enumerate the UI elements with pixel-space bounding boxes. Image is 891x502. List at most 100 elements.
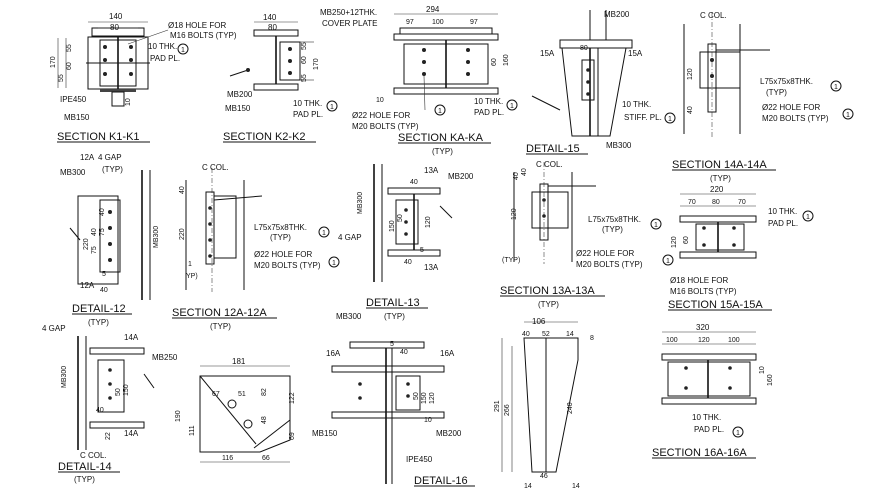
d13-angle [395,199,419,245]
svg-text:40: 40 [521,168,528,176]
svg-text:10: 10 [125,98,132,106]
svg-text:16A: 16A [440,349,455,358]
svg-text:16A: 16A [326,349,341,358]
svg-text:PAD PL.: PAD PL. [474,108,504,117]
svg-text:5: 5 [102,271,106,278]
svg-text:150: 150 [123,384,130,396]
svg-text:(TYP): (TYP) [602,225,623,234]
svg-text:22: 22 [105,432,112,440]
ka-cover-note-2: COVER PLATE [322,19,377,28]
svg-text:122: 122 [289,392,296,404]
svg-text:120: 120 [429,392,436,404]
k1-title: SECTION K1-K1 [57,131,140,143]
svg-text:60: 60 [491,58,498,66]
svg-text:40: 40 [400,349,408,356]
s16a-title: SECTION 16A-16A [652,447,747,459]
svg-text:1: 1 [806,214,810,221]
k2-title: SECTION K2-K2 [223,131,306,143]
section-k2-k2: 140 80 MB200 MB150 55 60 55 170 10 THK. … [223,13,338,143]
detail-14: 4 GAP 14A MB250 MB300 50 150 40 22 14A C… [42,324,178,484]
svg-text:55: 55 [301,74,308,82]
svg-text:240: 240 [567,402,574,414]
section-k1-k1: 140 80 Ø18 HOLE FOR M16 BOLTS (TYP) 10 T… [50,12,237,143]
svg-text:13A: 13A [424,263,439,272]
section-ka-ka: MB250+12THK. COVER PLATE 294 97 100 97 6… [320,5,518,156]
d15-tapered-web [561,47,627,137]
detail-16: MB300 16A 16A 5 40 50 150 120 10 MB150 M… [312,312,475,487]
s16a-pad-plate [667,361,751,397]
svg-text:120: 120 [687,68,694,80]
k2-mb150-label: MB150 [225,104,251,113]
s13a-angle [531,191,569,229]
svg-text:1: 1 [188,261,192,268]
section-16a-16a: 320 100 120 100 10 160 10 THK. PAD PL. 1… [652,323,774,459]
svg-text:50: 50 [413,392,420,400]
svg-text:4 GAP: 4 GAP [98,153,122,162]
detail-13: 13A MB200 MB300 40 150 50 120 4 GAP 5 40… [338,164,474,321]
svg-text:46: 46 [540,473,548,480]
svg-text:10: 10 [376,97,384,104]
svg-text:116: 116 [222,455,233,462]
d14-angle [97,359,125,413]
svg-text:(TYP): (TYP) [384,312,405,321]
gp-hole [243,419,253,429]
svg-text:120: 120 [511,208,518,220]
svg-text:MB300: MB300 [336,312,362,321]
svg-text:120: 120 [698,337,710,344]
svg-text:PAD PL.: PAD PL. [694,425,724,434]
svg-text:(TYP): (TYP) [710,174,731,183]
svg-text:160: 160 [767,374,774,386]
svg-text:97: 97 [406,19,414,26]
svg-text:L75x75x8THK.: L75x75x8THK. [254,223,307,232]
svg-text:52: 52 [542,331,550,338]
svg-text:111: 111 [189,425,196,436]
svg-text:10: 10 [424,417,432,424]
svg-text:40: 40 [179,186,186,194]
svg-text:1: 1 [666,258,670,265]
svg-text:14A: 14A [124,429,139,438]
svg-text:Ø22 HOLE FOR: Ø22 HOLE FOR [576,249,634,258]
svg-text:MB300: MB300 [153,226,160,248]
d16-angle [395,375,421,411]
svg-text:M16 BOLTS (TYP): M16 BOLTS (TYP) [670,287,737,296]
svg-text:150: 150 [421,392,428,404]
svg-text:40: 40 [99,208,106,216]
svg-text:C COL.: C COL. [536,160,563,169]
k1-dim-55b: 55 [66,44,73,52]
svg-text:MB300: MB300 [60,168,86,177]
svg-text:1: 1 [668,116,672,123]
svg-text:L75x75x8THK.: L75x75x8THK. [760,77,813,86]
k2-bottom-flange [253,83,299,91]
svg-text:80: 80 [580,45,588,52]
ka-title: SECTION KA-KA [398,132,484,144]
svg-text:15A: 15A [628,49,643,58]
section-12a-12a: C COL. 40 220 1 YP) L75x75x8THK. (TYP) 1… [172,163,340,331]
gusset-plate: 181 67 51 82 48 190 111 122 69 116 66 [175,357,296,463]
svg-text:14: 14 [572,483,580,490]
svg-text:1: 1 [654,222,658,229]
s14a-angle [699,51,741,89]
svg-text:MB200: MB200 [604,10,630,19]
s14a-title: SECTION 14A-14A [672,159,767,171]
svg-text:12A: 12A [80,281,95,290]
svg-text:14: 14 [566,331,574,338]
svg-text:10 THK.: 10 THK. [293,99,322,108]
k1-ipe-label: IPE450 [60,95,87,104]
svg-text:(TYP): (TYP) [102,165,123,174]
k1-dim-55: 55 [58,74,65,82]
svg-text:PAD PL.: PAD PL. [293,110,323,119]
d15-title: DETAIL-15 [526,143,580,155]
svg-text:MB300: MB300 [357,192,364,214]
svg-text:75: 75 [91,246,98,254]
svg-text:L75x75x8THK.: L75x75x8THK. [588,215,641,224]
k1-dim-140: 140 [109,12,123,21]
svg-text:1: 1 [438,108,442,115]
svg-text:Ø22 HOLE FOR: Ø22 HOLE FOR [352,111,410,120]
k1-pad-note-1: 10 THK. [148,42,177,51]
d14-title: DETAIL-14 [58,461,112,473]
svg-text:10 THK.: 10 THK. [474,97,503,106]
k1-bolt [103,72,107,76]
s15a-pad-plate [695,223,745,251]
svg-text:69: 69 [289,432,296,440]
